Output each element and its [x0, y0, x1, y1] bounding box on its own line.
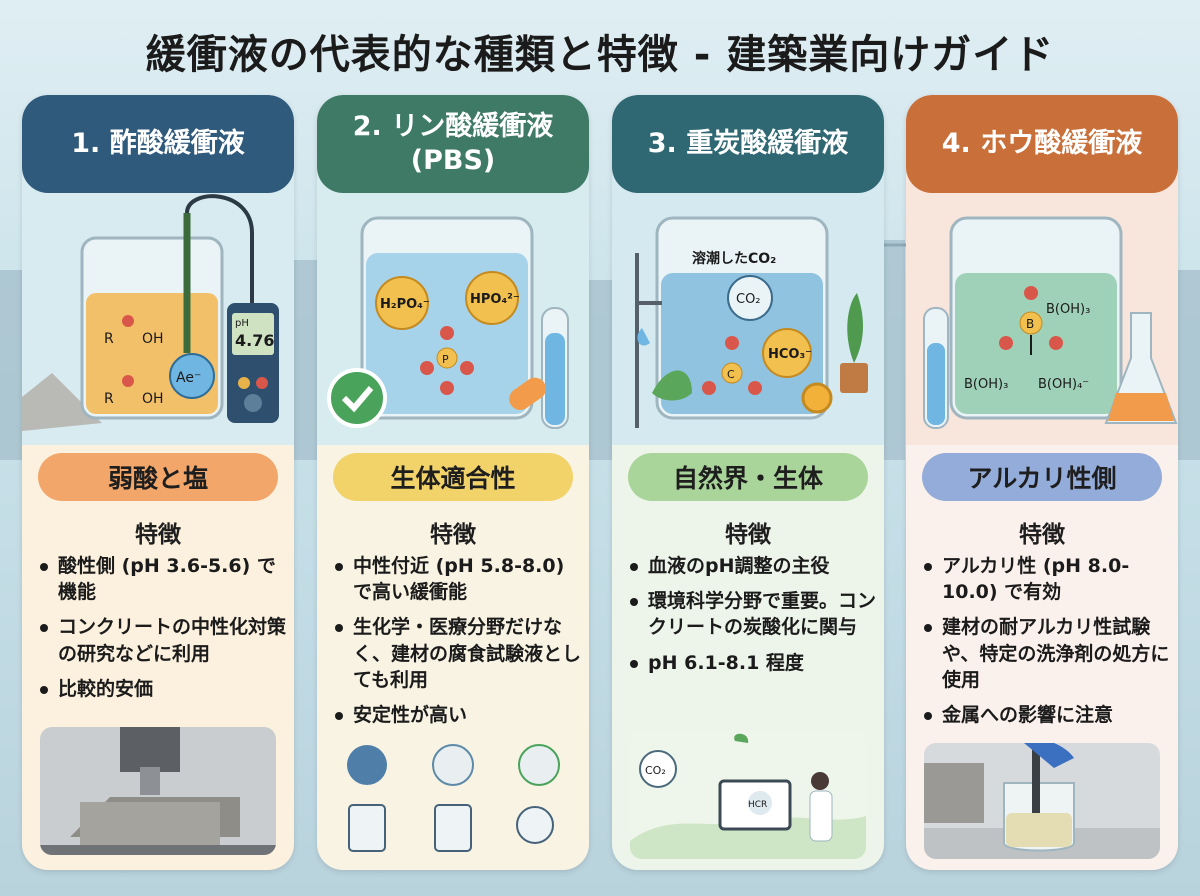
boric-acid-label: B(OH)₃	[964, 377, 1008, 392]
feature-item: 環境科学分野で重要。コンクリートの炭酸化に関与	[626, 588, 878, 640]
feature-item: 酸性側 (pH 3.6-5.6) で機能	[36, 553, 288, 605]
dissolved-co2-label: 溶潮したCO₂	[692, 250, 776, 267]
feature-list: 酸性側 (pH 3.6-5.6) で機能 コンクリートの中性化対策の研究などに利…	[36, 553, 288, 711]
co2-molecule-label: CO₂	[736, 292, 761, 307]
gear-icon	[801, 382, 833, 414]
ion-hpo4-label: HPO₄²⁻	[470, 292, 520, 307]
molecule-r-label: R	[104, 331, 114, 347]
feature-item: 安定性が高い	[331, 702, 583, 728]
magnifier-icon	[516, 806, 554, 844]
page-title: 緩衝液の代表的な種類と特徴 - 建築業向けガイド	[145, 32, 1055, 78]
header-phosphate-line2: (PBS)	[410, 145, 496, 176]
header-phosphate-buffer: 2. リン酸緩衝液 (PBS)	[317, 95, 589, 193]
feature-item: 金属への影響に注意	[920, 702, 1172, 728]
buffer-columns: 1. 酢酸緩衝液 pH 4.76 R OH R OH Ae⁻ 弱酸と塩 特徴	[22, 95, 1178, 870]
feature-item: 比較的安価	[36, 676, 288, 702]
bicarbonate-beaker-illustration: 溶潮したCO₂ CO₂ HCO₃⁻ C	[635, 216, 868, 428]
feature-title: 特徴	[1019, 522, 1065, 548]
hco3-ion-label: HCO₃⁻	[768, 347, 812, 362]
feature-list: 中性付近 (pH 5.8-8.0) で高い緩衝能 生化学・医療分野だけなく、建材…	[331, 553, 583, 737]
hcr-label: HCR	[748, 800, 767, 810]
concrete-test-photo	[40, 727, 276, 855]
feature-item: pH 6.1-8.1 程度	[626, 650, 878, 676]
column-bicarbonate-buffer: 3. 重炭酸緩衝液 溶潮したCO₂ CO₂ HCO₃⁻ C 自然界・生体 特徴 …	[612, 95, 884, 870]
molecule-oh-label: OH	[142, 331, 164, 347]
tag-nature-biology: 自然界・生体	[628, 453, 868, 501]
feature-item: コンクリートの中性化対策の研究などに利用	[36, 614, 288, 666]
layers-icon	[347, 745, 387, 785]
boron-atom-label: B	[1026, 317, 1034, 331]
feature-title: 特徴	[725, 522, 771, 548]
ph-meter-label: pH	[235, 318, 249, 329]
ion-h2po4-label: H₂PO₄⁻	[380, 297, 430, 312]
boric-acid-top-label: B(OH)₃	[1046, 302, 1090, 317]
feature-list: 血液のpH調整の主役 環境科学分野で重要。コンクリートの炭酸化に関与 pH 6.…	[626, 553, 878, 685]
phosphate-beaker-illustration: H₂PO₄⁻ HPO₄²⁻ P	[327, 216, 569, 429]
phosphate-icon-grid	[347, 744, 560, 852]
tag-weak-acid-salt: 弱酸と塩	[38, 453, 278, 501]
document-edit-icon	[348, 804, 386, 852]
ph-meter-value: 4.76	[235, 331, 274, 350]
feature-item: 生化学・医療分野だけなく、建材の腐食試験液としても利用	[331, 614, 583, 693]
column-acetic-buffer: 1. 酢酸緩衝液 pH 4.76 R OH R OH Ae⁻ 弱酸と塩 特徴	[22, 95, 294, 870]
checklist-shield-icon	[434, 804, 472, 852]
header-phosphate-line1: 2. リン酸緩衝液	[352, 111, 554, 143]
feature-item: 中性付近 (pH 5.8-8.0) で高い緩衝能	[331, 553, 583, 605]
borate-beaker-illustration: B B(OH)₃ B(OH)₃ B(OH)₄⁻	[923, 216, 1178, 429]
column-borate-buffer: 4. ホウ酸緩衝液 B B(OH)₃ B(OH)₃ B(OH)₄⁻ アルカリ性側…	[906, 95, 1178, 870]
header-acetic-buffer: 1. 酢酸緩衝液	[22, 95, 294, 193]
molecule-oh-label: OH	[142, 391, 164, 407]
molecule-r-label: R	[104, 391, 114, 407]
check-circle-icon	[518, 744, 560, 786]
column-phosphate-buffer: 2. リン酸緩衝液 (PBS) H₂PO₄⁻ HPO₄²⁻ P 生体適合性 特徴…	[317, 95, 589, 870]
acetic-beaker-illustration: pH 4.76 R OH R OH Ae⁻	[22, 194, 279, 431]
network-icon	[432, 744, 474, 786]
co2-small-label: CO₂	[645, 764, 666, 777]
feature-title: 特徴	[135, 522, 181, 548]
feature-item: 建材の耐アルカリ性試験や、特定の洗浄剤の処方に使用	[920, 614, 1172, 693]
environment-science-illustration: CO₂ HCR	[630, 731, 866, 859]
feature-item: アルカリ性 (pH 8.0-10.0) で有効	[920, 553, 1172, 605]
feature-title: 特徴	[430, 522, 476, 548]
feature-item: 血液のpH調整の主役	[626, 553, 878, 579]
phosphorus-atom-label: P	[442, 353, 449, 366]
header-borate-buffer: 4. ホウ酸緩衝液	[906, 95, 1178, 193]
feature-list: アルカリ性 (pH 8.0-10.0) で有効 建材の耐アルカリ性試験や、特定の…	[920, 553, 1172, 737]
tag-alkaline-side: アルカリ性側	[922, 453, 1162, 501]
tag-biocompatibility: 生体適合性	[333, 453, 573, 501]
acetate-ion-label: Ae⁻	[176, 370, 201, 386]
header-bicarbonate-buffer: 3. 重炭酸緩衝液	[612, 95, 884, 193]
carbon-atom-label: C	[727, 368, 735, 381]
cleaning-test-photo	[924, 743, 1160, 859]
borate-ion-label: B(OH)₄⁻	[1038, 377, 1089, 392]
